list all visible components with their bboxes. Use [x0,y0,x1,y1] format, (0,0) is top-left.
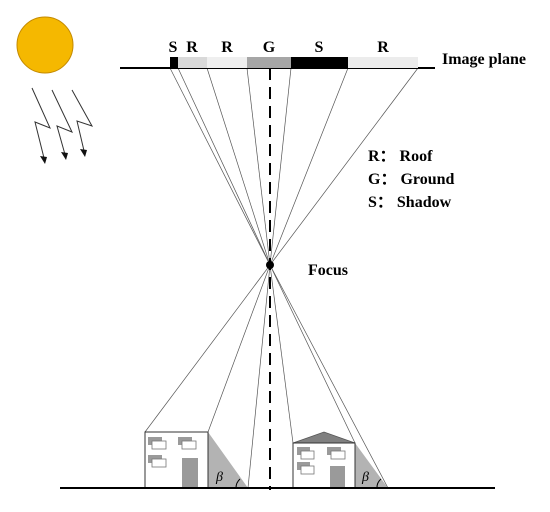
legend: R： Roof G： Ground S： Shadow [368,148,455,211]
segment-shadow-1 [170,57,178,68]
right-building-door [330,466,345,488]
focus-point [266,261,274,269]
left-building-door [182,458,198,488]
legend-ground: G： Ground [368,171,455,188]
segment-roof-3 [348,57,418,68]
left-building: β [144,431,248,489]
sun-ray-3 [71,89,94,156]
segment-label-r3: R [377,39,389,56]
legend-roof: R： Roof [368,148,433,165]
left-building-window [151,440,167,450]
segment-label-r1: R [186,39,198,56]
right-building-window [330,450,346,460]
segment-label-s1: S [169,39,178,56]
sun-icon [16,16,74,74]
segment-label-r2: R [221,39,233,56]
arrowhead-3 [80,149,87,157]
lower-projection-lines [144,264,389,489]
right-building-window [300,450,315,460]
segment-labels: S R R G S R [169,39,390,56]
sun-ray-arrowheads [40,149,87,164]
sun-ray-2 [51,89,74,159]
segment-label-g: G [263,39,276,56]
segment-ground [247,57,291,68]
arrowhead-1 [40,156,47,164]
sun-ray-1 [31,87,51,163]
arrowhead-2 [61,152,68,160]
segment-shadow-2 [291,57,348,68]
image-plane-segments [170,57,418,68]
right-angle-label: β [361,470,369,485]
right-building: β [292,431,388,489]
segment-label-s2: S [315,39,324,56]
upper-projection-lines [169,67,419,266]
right-building-shadow [355,443,388,488]
left-building-shadow [208,432,248,488]
legend-shadow: S： Shadow [368,194,452,211]
segment-roof-1 [178,57,207,68]
sun-rays [31,87,94,163]
right-building-roof [292,431,356,444]
image-plane-label: Image plane [442,51,526,68]
segment-roof-2 [207,57,247,68]
left-building-window [181,440,197,450]
right-building-window [300,465,315,475]
left-building-window [151,458,167,468]
left-angle-label: β [215,470,223,485]
focus-label: Focus [308,262,348,279]
